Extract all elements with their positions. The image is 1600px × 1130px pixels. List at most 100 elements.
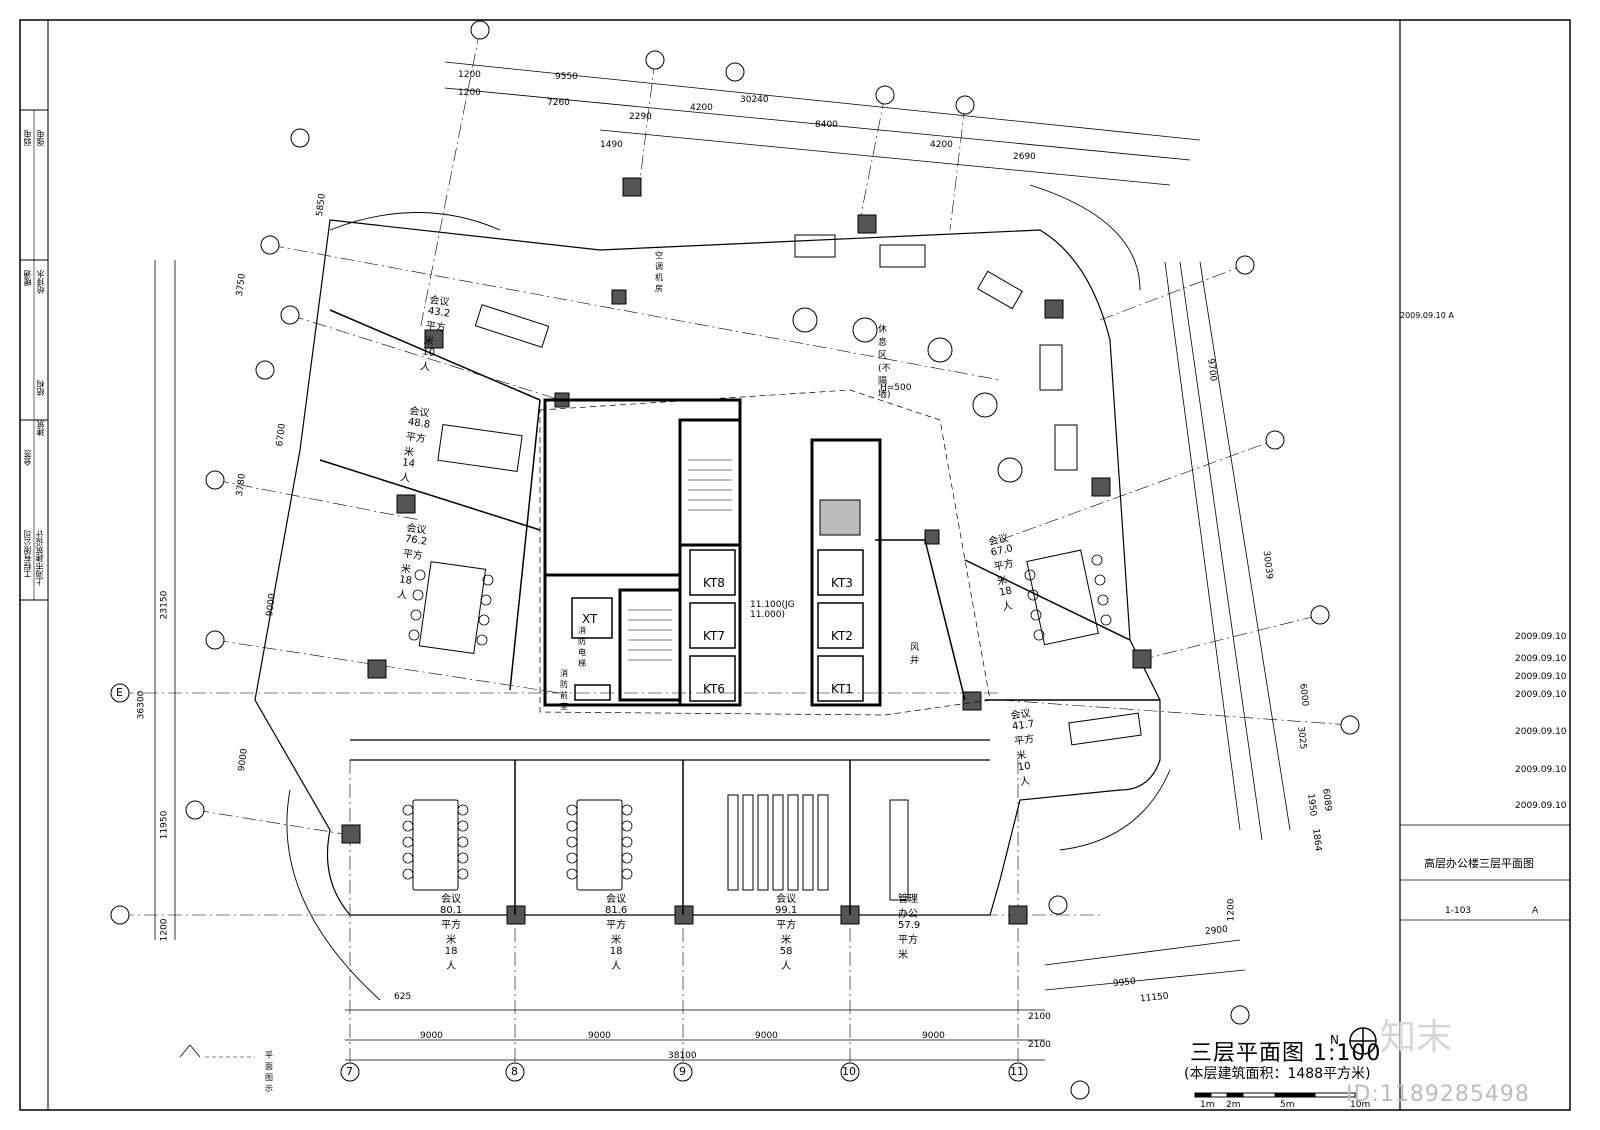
date-1: 2009.09.10 [1515, 632, 1567, 642]
stamp-label-power: 强电 [36, 130, 45, 146]
dim-br-1: 11150 [1139, 991, 1170, 1005]
dim-br-4: 1200 [1226, 898, 1237, 922]
stamp-label-arch: 建筑 [36, 420, 45, 436]
elevator-label: XT [582, 612, 598, 626]
dim-top-3: 30240 [740, 95, 769, 105]
dim-bottom-6: 38100 [668, 1051, 697, 1061]
dim-bottom-4: 9000 [755, 1031, 778, 1041]
dim-top-4: 1200 [458, 88, 481, 98]
drawing-number: 1-103 [1445, 906, 1472, 916]
dim-right-6: 1864 [1310, 828, 1323, 852]
elevator-label: KT8 [703, 576, 725, 590]
dim-bottom-8: 2100 [1028, 1040, 1051, 1050]
dim-right-4: 3025 [1295, 726, 1308, 750]
date-5: 2009.09.10 [1515, 727, 1567, 737]
stamp-label-countersign: 会签 [23, 450, 32, 466]
north-label: N [1330, 1033, 1339, 1047]
dim-top-8: 2290 [629, 112, 652, 122]
stamp-company-2: 工程有限公司 [23, 530, 32, 578]
room-people: 58 人 [779, 946, 793, 972]
room-people: 18 人 [396, 574, 413, 602]
elevator-label: KT7 [703, 629, 725, 643]
dim-top-1: 1200 [458, 70, 481, 80]
stamp-company-1: 上海市建筑设计 [35, 530, 44, 586]
room-people: 10 人 [419, 346, 436, 374]
room-people: 14 人 [399, 457, 416, 485]
dim-left-9: 9000 [237, 748, 250, 772]
dim-left-10: 5850 [315, 193, 328, 217]
dim-top-9: 4200 [930, 140, 953, 150]
room-name: 会议 [776, 894, 797, 905]
room-name: 管理办公 [898, 894, 918, 920]
dim-bottom-1: 625 [394, 992, 412, 1002]
room-area: 80.1平方米 [440, 905, 463, 946]
dim-top-11: 1490 [600, 140, 623, 150]
stamp-label-lowvoltage: 弱电 [23, 130, 32, 146]
note-legend: 平面图示 [265, 1051, 273, 1093]
dim-right-3: 6000 [1297, 683, 1310, 707]
dim-left-3: 11950 [159, 810, 170, 840]
stamp-label-struct: 结构 [36, 380, 45, 396]
dim-left-1: 23150 [159, 590, 170, 620]
date-3: 2009.09.10 [1515, 672, 1567, 682]
note-height: H=500 [880, 383, 912, 393]
axis-10: 10 [842, 1065, 856, 1078]
room-people: 18 人 [609, 946, 623, 972]
dim-top-7: 8400 [815, 120, 838, 130]
date-2: 2009.09.10 [1515, 654, 1567, 664]
drawing-revision: A [1532, 906, 1539, 916]
plan-title: 三层平面图 1:100 [1190, 1041, 1382, 1066]
axis-e: E [116, 686, 123, 699]
room-area: 81.6平方米 [605, 905, 628, 946]
revision-date: 2009.09.10 A [1400, 311, 1454, 320]
scale-label: 10m [1350, 1100, 1371, 1110]
dim-top-10: 2690 [1013, 152, 1036, 162]
room-name: 会议 [441, 894, 462, 905]
note-shaft: 风井 [910, 643, 920, 666]
axis-7: 7 [346, 1065, 353, 1078]
scale-label: 1m [1200, 1100, 1215, 1110]
plan-subtitle: (本层建筑面积：1488平方米) [1184, 1066, 1371, 1082]
dim-left-4: 1200 [159, 918, 170, 942]
dim-br-3: 2900 [1204, 924, 1229, 938]
dim-right-2: 30039 [1260, 550, 1275, 580]
left-stamp-block: 上海市建筑设计 工程有限公司 会签 建筑 结构 给排水 暖通 强电 弱电 [20, 110, 48, 600]
room-name: 会议 [606, 894, 627, 905]
title-block: 2009.09.10 A 2009.09.10 2009.09.10 2009.… [1400, 20, 1570, 1110]
dim-bottom-7: 2100 [1028, 1012, 1051, 1022]
dim-bottom-2: 9000 [420, 1031, 443, 1041]
elevator-label: KT6 [703, 682, 725, 696]
dim-left-7: 3780 [235, 473, 248, 497]
axis-11: 11 [1010, 1065, 1024, 1078]
axis-8: 8 [511, 1065, 518, 1078]
note-lounge: 休息区(不隔墙) [878, 325, 891, 400]
dim-bottom-3: 9000 [588, 1031, 611, 1041]
dim-left-5: 3750 [235, 273, 248, 297]
date-4: 2009.09.10 [1515, 690, 1567, 700]
room-people: 10 人 [1017, 760, 1032, 789]
id-tag: ID:1189285498 [1346, 1082, 1530, 1107]
watermark-logo: 知末 [1380, 1017, 1453, 1058]
drawing-title: 高层办公楼三层平面图 [1424, 857, 1534, 870]
dim-left-8: 9000 [265, 593, 278, 617]
dim-bottom-5: 9000 [922, 1031, 945, 1041]
elevator-label: KT1 [831, 682, 853, 696]
scale-label: 5m [1280, 1100, 1295, 1110]
room-label: 管理办公 57.9平方米 [898, 890, 920, 961]
note-fire-elevator: 消防电梯 [578, 626, 586, 668]
room-area: 99.1平方米 [775, 905, 798, 946]
date-7: 2009.09.10 [1515, 801, 1567, 811]
scale-label: 2m [1226, 1100, 1241, 1110]
dim-top-2: 9550 [555, 72, 578, 82]
elevator-label: KT2 [831, 629, 853, 643]
axis-9: 9 [679, 1065, 686, 1078]
note-lobby: 消防前室 [560, 669, 568, 711]
dim-right-1: 9700 [1205, 358, 1218, 382]
dim-top-5: 7260 [547, 98, 570, 108]
dim-top-6: 4200 [690, 103, 713, 113]
dim-br-2: 9950 [1112, 976, 1137, 990]
